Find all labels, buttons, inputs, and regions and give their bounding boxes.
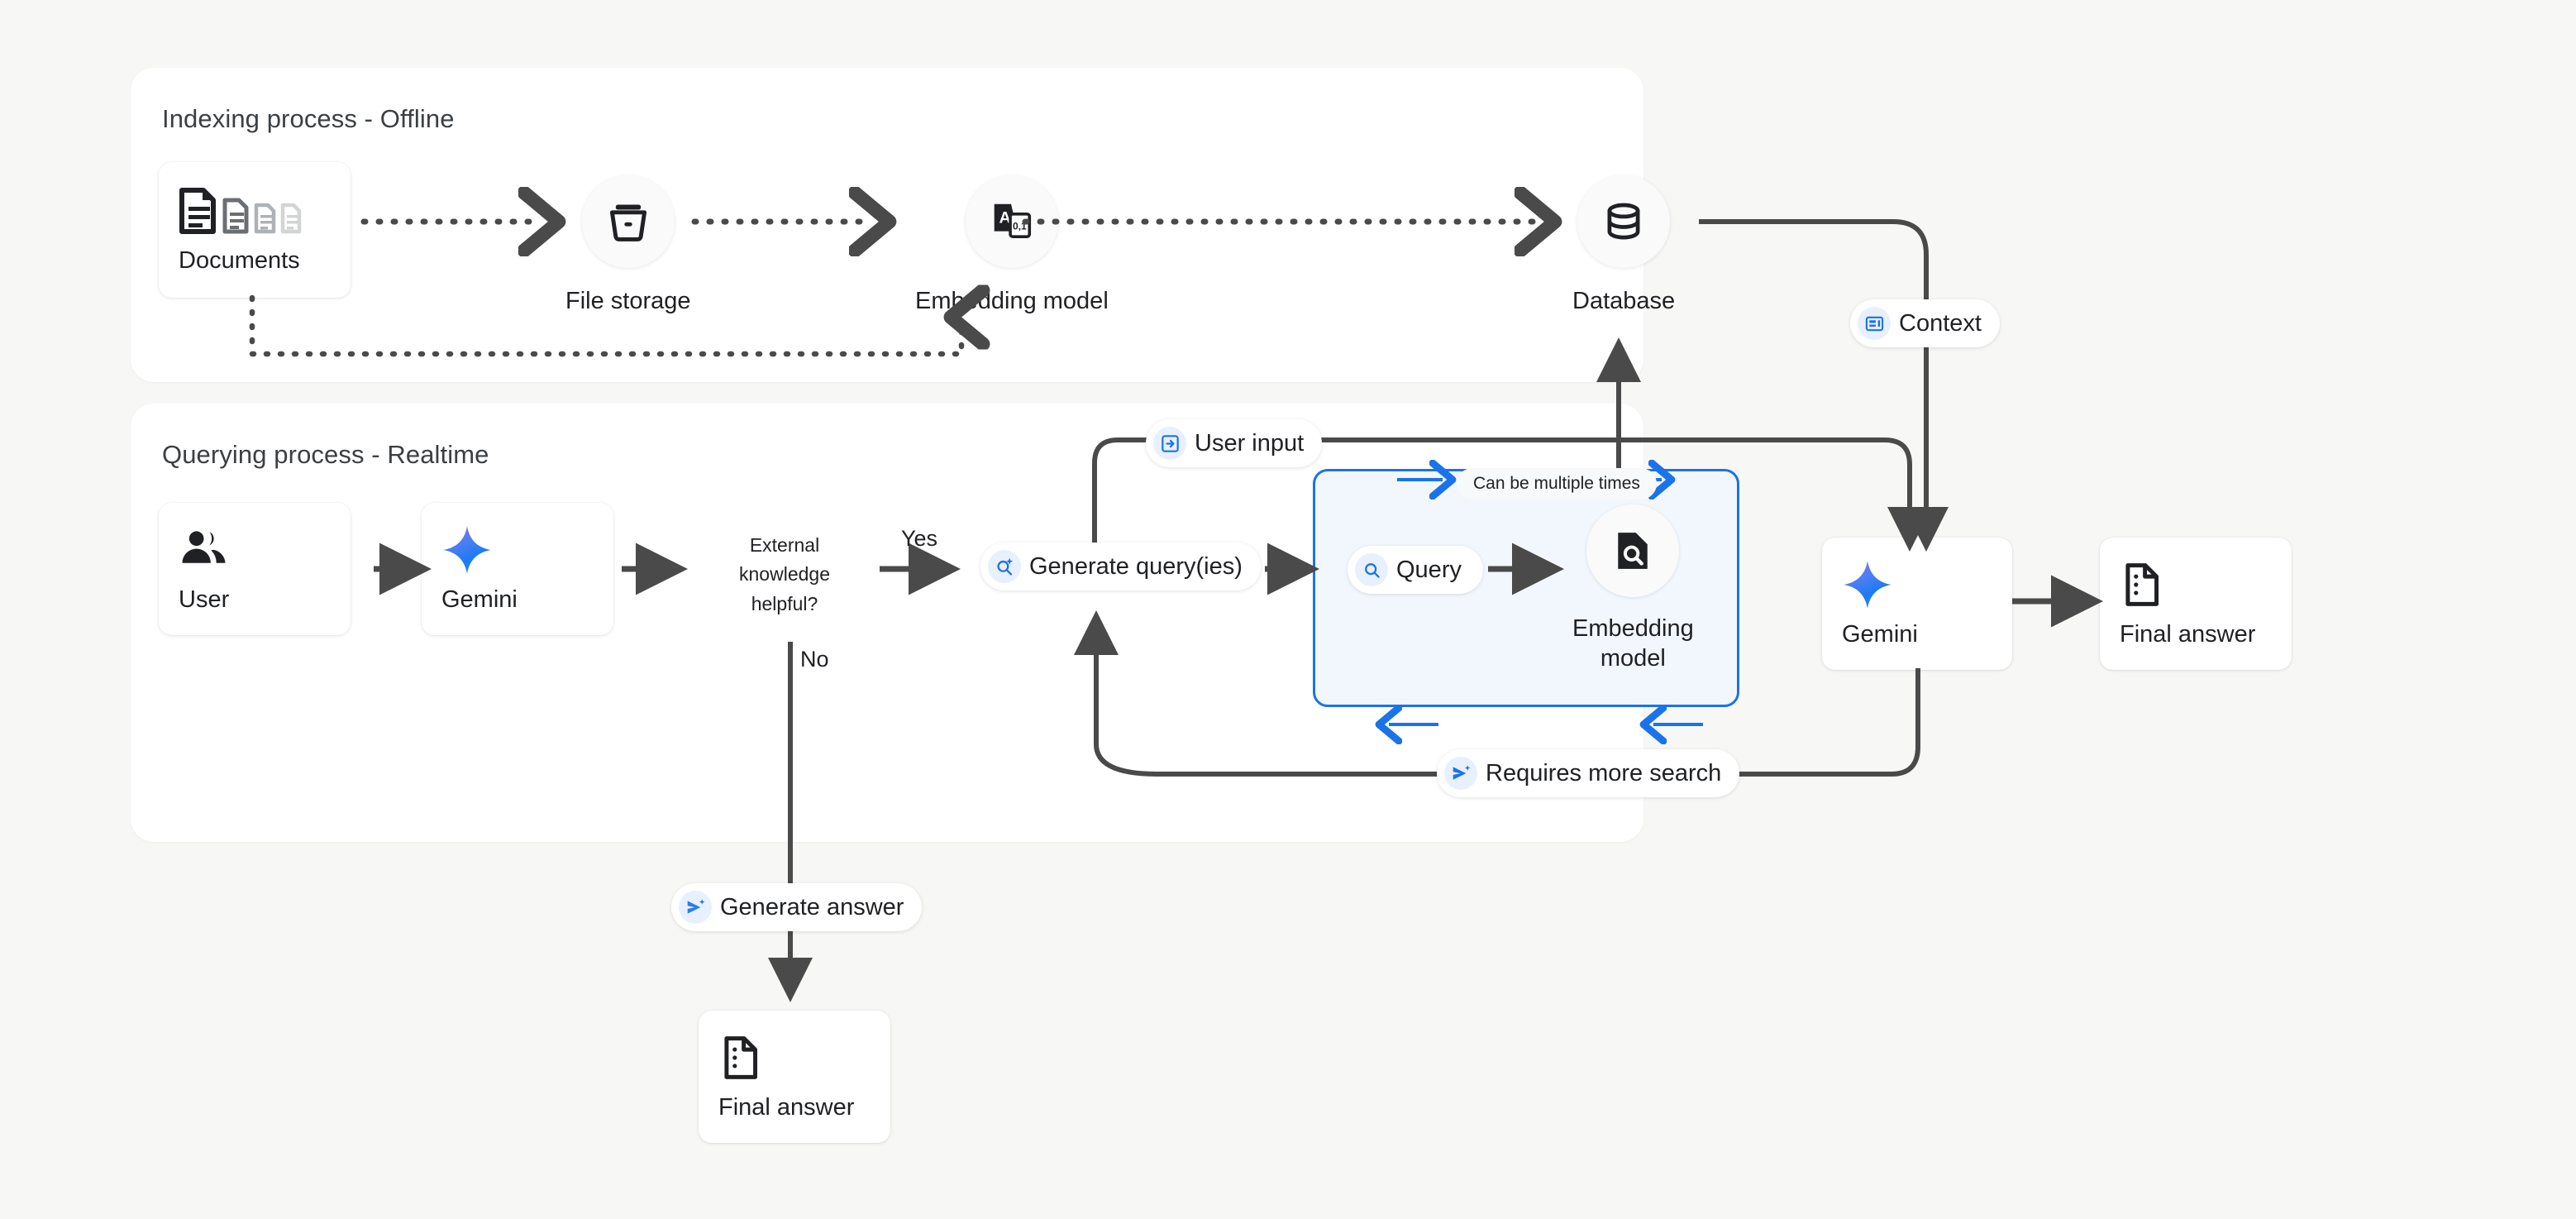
decision-text: External knowledge helpful? [699,509,870,640]
article-icon [1858,307,1891,340]
pill-label-generate-queries: Generate query(ies) [1029,553,1243,581]
card-label-user: User [179,587,331,614]
pill-label-generate-answer: Generate answer [720,894,904,921]
pill-query[interactable]: Query [1348,546,1483,594]
pill-user-input[interactable]: User input [1146,419,1322,467]
pill-label-context: Context [1899,310,1982,337]
user-group-icon [179,524,331,576]
translate-embedding-icon: A 0,1 [966,175,1058,268]
decision-line-3: helpful? [751,590,818,619]
node-embedding-model-indexing[interactable]: A 0,1 Embedding model [915,175,1109,316]
pill-generate-queries[interactable]: Generate query(ies) [980,543,1261,590]
send-sparkle-icon [1444,757,1477,790]
gemini-sparkle-icon [441,524,594,576]
card-gemini-right[interactable]: Gemini [1822,538,2012,670]
panel-title-indexing: Indexing process - Offline [162,104,455,134]
card-user[interactable]: User [159,503,351,635]
card-documents[interactable]: Documents [159,162,351,298]
send-sparkle-icon [679,891,712,924]
label-embedding-line-1: Embedding [1572,615,1694,642]
document-search-icon [1586,504,1679,597]
card-final-answer-bottom[interactable]: Final answer [699,1011,890,1143]
decision-line-1: External [750,531,819,561]
loop-note-can-be-multiple-times: Can be multiple times [1457,468,1657,500]
pill-label-query: Query [1396,557,1462,584]
pill-generate-answer[interactable]: Generate answer [671,883,922,931]
node-embedding-model-loop[interactable]: Embedding model [1572,504,1694,674]
answer-document-icon [2120,559,2272,610]
edge-label-no: No [800,647,829,672]
label-database: Database [1572,286,1675,316]
edge-label-yes: Yes [901,526,937,552]
card-label-final-answer-bottom: Final answer [718,1095,871,1121]
pill-label-user-input: User input [1195,430,1304,457]
svg-text:0,1: 0,1 [1013,221,1027,232]
file-storage-icon [582,175,675,268]
pill-requires-more-search[interactable]: Requires more search [1437,749,1739,797]
card-label-gemini-right: Gemini [1842,622,1992,648]
panel-title-querying: Querying process - Realtime [162,440,489,470]
card-label-final-answer-right: Final answer [2120,622,2272,648]
documents-icon [179,185,331,237]
pill-context[interactable]: Context [1850,299,2000,347]
gemini-sparkle-icon [1842,559,1992,610]
database-icon [1577,175,1670,268]
search-sparkle-icon [988,550,1021,583]
card-label-gemini-left: Gemini [441,587,594,614]
decision-external-knowledge[interactable]: External knowledge helpful? [699,509,870,640]
card-label-documents: Documents [179,248,331,275]
label-embedding-line-2: model [1600,645,1666,672]
input-arrow-icon [1153,427,1186,460]
label-embedding-model-loop: Embedding model [1572,614,1694,674]
node-database[interactable]: Database [1572,175,1675,316]
label-embedding-model-indexing: Embedding model [915,286,1109,316]
search-icon [1355,553,1388,586]
card-gemini-left[interactable]: Gemini [422,503,613,635]
card-final-answer-right[interactable]: Final answer [2100,538,2292,670]
answer-document-icon [718,1032,871,1083]
decision-line-2: knowledge [739,560,830,590]
pill-label-requires-more-search: Requires more search [1486,760,1721,787]
label-file-storage: File storage [565,286,691,316]
node-file-storage[interactable]: File storage [565,175,691,316]
